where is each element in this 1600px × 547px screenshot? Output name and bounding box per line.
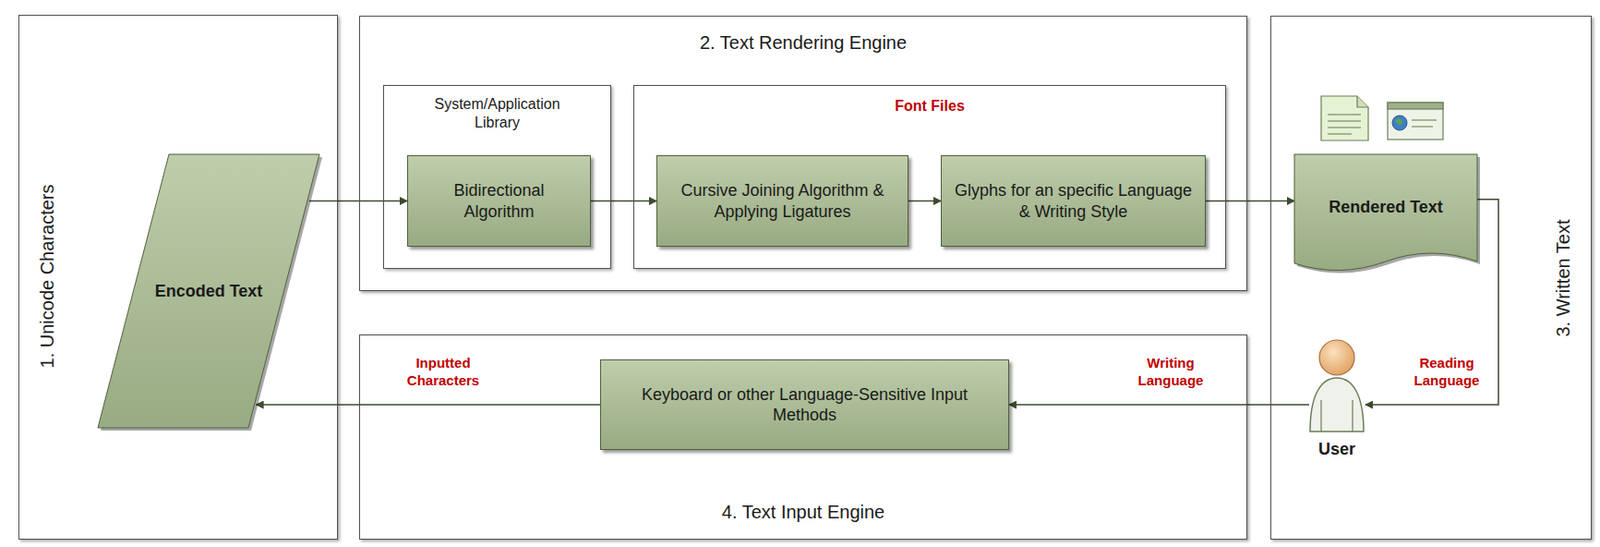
data-parallelogram: Encoded Text (97, 154, 320, 428)
node-label: System/Application Library (419, 95, 577, 133)
flow-arrow (256, 403, 602, 406)
node-label: Encoded Text (155, 280, 264, 302)
section-panel: 1. Unicode CharactersEncoded Text (18, 14, 338, 540)
flow-arrow (309, 200, 408, 203)
section-panel: 4. Text Input Engine Keyboard or other La… (359, 334, 1248, 540)
section-panel: 2. Text Rendering EngineSystem/Applicati… (359, 15, 1248, 291)
node-label: Glyphs for an specific Language & Writin… (950, 180, 1196, 222)
edge-label: Writing Language (1136, 354, 1206, 390)
node-label: User (1318, 438, 1356, 460)
node-label: Font Files (894, 96, 965, 116)
process-box: Bidirectional Algorithm (407, 155, 591, 247)
flow-arrow (1205, 200, 1295, 203)
flow-arrow (1009, 403, 1310, 406)
user-actor: User (1304, 335, 1370, 463)
process-box: Keyboard or other Language-Sensitive Inp… (600, 359, 1010, 450)
node-label: 2. Text Rendering Engine (699, 31, 907, 55)
document-shape: Rendered Text (1294, 154, 1478, 277)
browser-icon (1387, 102, 1444, 140)
process-box: Glyphs for an specific Language & Writin… (940, 155, 1206, 247)
edge-label: Inputted Characters (405, 354, 482, 390)
user-head (1319, 339, 1355, 375)
flow-arrow (590, 200, 657, 203)
node-label: Rendered Text (1328, 196, 1444, 218)
node-label: 1. Unicode Characters (36, 184, 60, 369)
section-panel: 3. Written Text Rendered TextUser (1270, 15, 1592, 540)
user-body (1310, 377, 1364, 432)
edge-label: Reading Language (1412, 354, 1482, 390)
process-box: Cursive Joining Algorithm & Applying Lig… (656, 155, 909, 247)
node-label: Cursive Joining Algorithm & Applying Lig… (666, 180, 899, 222)
node-label: 3. Written Text (1551, 218, 1576, 337)
user-icon (1304, 335, 1370, 437)
group-box: System/Application LibraryBidirectional … (383, 84, 612, 269)
shape-fill (97, 154, 320, 428)
user-arm (1321, 399, 1353, 432)
group-box: Font FilesCursive Joining Algorithm & Ap… (633, 84, 1227, 269)
node-label: 4. Text Input Engine (721, 500, 885, 524)
node-label: Bidirectional Algorithm (417, 180, 581, 222)
document-icon (1321, 96, 1369, 141)
shape-fill (1294, 154, 1478, 271)
node-label: Keyboard or other Language-Sensitive Inp… (610, 384, 999, 426)
flow-arrow (908, 200, 941, 203)
